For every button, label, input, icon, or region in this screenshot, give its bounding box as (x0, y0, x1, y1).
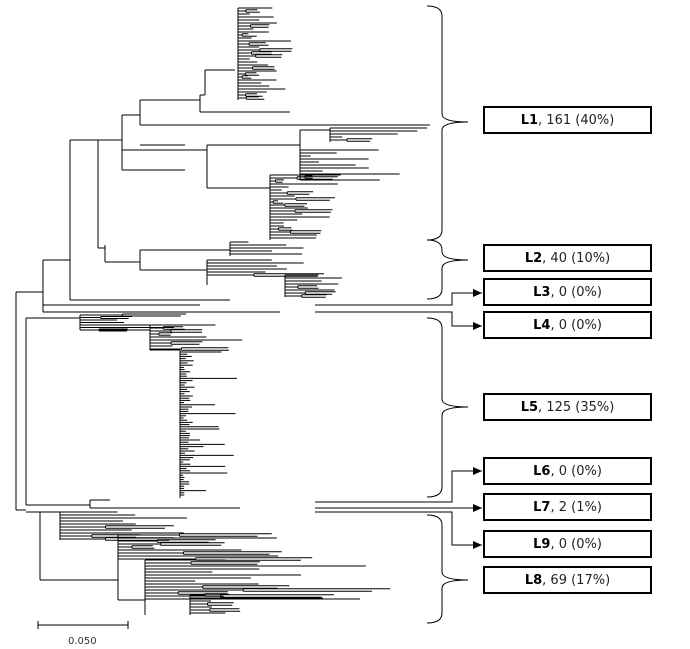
lineage-name: L6 (533, 463, 551, 479)
lineage-name: L7 (533, 499, 551, 515)
lineage-box-l7: L7, 2 (1%) (483, 493, 652, 521)
lineage-box-l9: L9, 0 (0%) (483, 530, 652, 558)
lineage-box-l4: L4, 0 (0%) (483, 311, 652, 339)
lineage-count: , 40 (10%) (542, 250, 611, 266)
lineage-name: L4 (533, 317, 551, 333)
lineage-name: L3 (533, 284, 551, 300)
tree-branches (15, 7, 430, 615)
lineage-box-l6: L6, 0 (0%) (483, 457, 652, 485)
lineage-name: L1 (520, 112, 539, 128)
lineage-box-l2: L2, 40 (10%) (483, 244, 652, 272)
lineage-box-l5: L5, 125 (35%) (483, 393, 652, 421)
lineage-count: , 161 (40%) (538, 112, 615, 128)
lineage-box-l3: L3, 0 (0%) (483, 278, 652, 306)
lineage-count: , 0 (0%) (550, 317, 602, 333)
lineage-name: L8 (524, 572, 543, 588)
scale-bar (37, 621, 129, 629)
scale-bar-label: 0.050 (68, 636, 97, 647)
lineage-count: , 2 (1%) (550, 499, 602, 515)
lineage-count: , 0 (0%) (550, 536, 602, 552)
clade-braces (426, 5, 469, 624)
lineage-name: L2 (524, 250, 543, 266)
lineage-count: , 0 (0%) (550, 463, 602, 479)
lineage-name: L9 (533, 536, 551, 552)
lineage-count: , 125 (35%) (538, 399, 615, 415)
lineage-count: , 0 (0%) (550, 284, 602, 300)
lineage-box-l8: L8, 69 (17%) (483, 566, 652, 594)
clade-arrows (315, 289, 482, 549)
lineage-name: L5 (520, 399, 539, 415)
lineage-count: , 69 (17%) (542, 572, 611, 588)
lineage-box-l1: L1, 161 (40%) (483, 106, 652, 134)
